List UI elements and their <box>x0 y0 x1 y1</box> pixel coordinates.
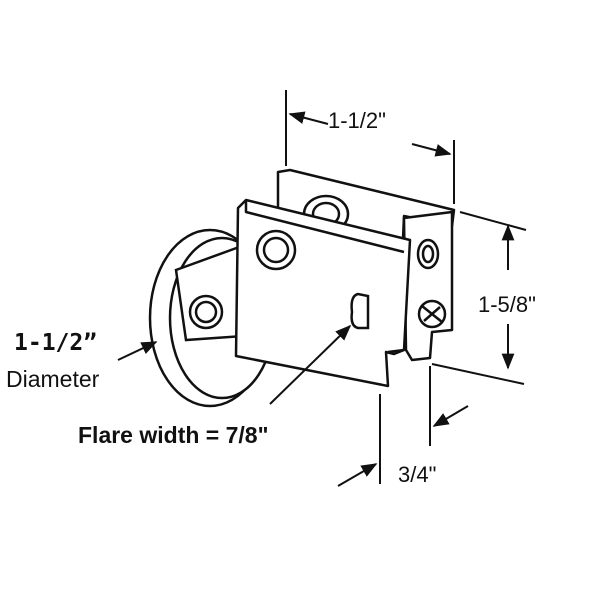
height-label: 1-5/8" <box>478 292 536 317</box>
mounting-hole <box>255 229 297 271</box>
width-label: 1-1/2" <box>328 108 386 133</box>
depth-label: 3/4" <box>398 462 437 487</box>
diameter-leader <box>117 341 158 361</box>
adjustment-slot <box>350 292 370 330</box>
height-dimension <box>431 211 527 385</box>
wheel-diameter-label: Diameter <box>6 366 100 392</box>
depth-dimension <box>337 366 469 487</box>
flare-width-label: Flare width = 7/8" <box>78 422 269 448</box>
wheel-diameter-value: 1-1/2” <box>14 330 98 356</box>
axle-flange <box>174 244 246 342</box>
flare-width-leader <box>269 324 352 405</box>
bracket-side-wall <box>402 210 454 362</box>
width-dimension <box>285 90 455 204</box>
adjustment-screw-icon <box>417 299 447 329</box>
